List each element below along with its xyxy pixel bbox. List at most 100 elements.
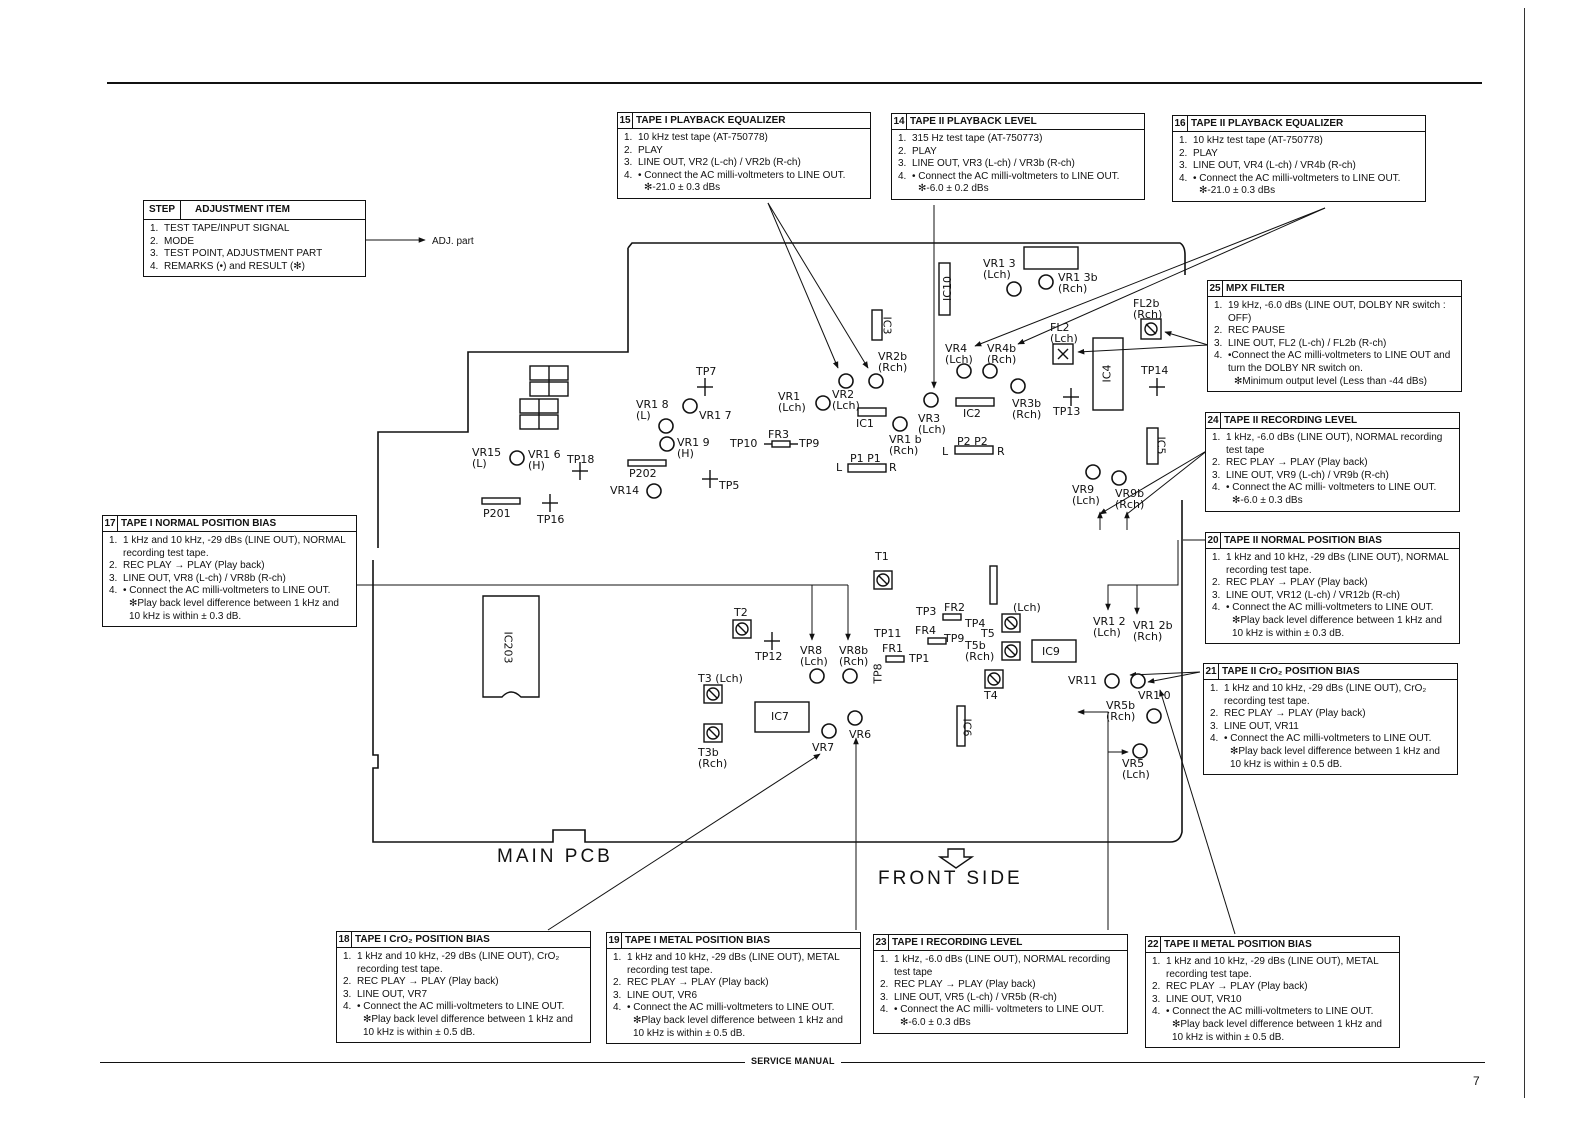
leader-lines <box>356 202 1326 935</box>
step-item: 1.1 kHz and 10 kHz, -29 dBs (LINE OUT), … <box>1210 683 1453 708</box>
label-tp11: TP11 <box>874 627 902 640</box>
step-item-text: 1 kHz, -6.0 dBs (LINE OUT), NORMAL recor… <box>894 954 1114 978</box>
label-ic6: IC6 <box>960 718 974 737</box>
step-item: 1.1 kHz and 10 kHz, -29 dBs (LINE OUT), … <box>613 952 856 977</box>
step-item-text: PLAY <box>912 145 937 157</box>
step-item-text: 1 kHz and 10 kHz, -29 dBs (LINE OUT), ME… <box>1166 956 1382 980</box>
step-item-text: • Connect the AC milli- voltmeters to LI… <box>1226 482 1437 494</box>
step-item-text: REC PLAY → PLAY (Play back) <box>1226 577 1368 589</box>
label-tp10: TP10 <box>730 437 758 450</box>
step-item-text: • Connect the AC milli- voltmeters to LI… <box>894 1004 1105 1016</box>
step-item: 4.• Connect the AC milli-voltmeters to L… <box>1179 173 1421 186</box>
label-p2l: L <box>942 445 949 458</box>
step-item: 3.LINE OUT, VR6 <box>613 990 856 1003</box>
step-item-text: LINE OUT, VR7 <box>357 988 428 1000</box>
label-tp18: TP18 <box>567 453 595 466</box>
step-item: 3.LINE OUT, VR8 (L-ch) / VR8b (R-ch) <box>109 573 352 586</box>
step-item-text: 1 kHz and 10 kHz, -29 dBs (LINE OUT), NO… <box>1226 552 1452 576</box>
step-item-text: REC PLAY → PLAY (Play back) <box>123 560 265 572</box>
label-vr19: VR1 9 (H) <box>677 436 710 460</box>
step-item-text: LINE OUT, FL2 (L-ch) / FL2b (R-ch) <box>1228 337 1387 349</box>
step-item: 3.LINE OUT, VR11 <box>1210 721 1453 734</box>
step-title: MPX FILTER <box>1226 283 1285 294</box>
adj-part-label: ADJ. part <box>432 236 474 247</box>
step-item: 1.315 Hz test tape (AT-750773) <box>898 133 1140 146</box>
step-result: ✻Play back level difference between 1 kH… <box>129 597 342 622</box>
label-p201: P201 <box>483 507 511 520</box>
label-vr15: VR15 (L) <box>472 446 502 470</box>
label-vr2b: VR2b (Rch) <box>878 350 908 374</box>
step-item: 1.10 kHz test tape (AT-750778) <box>1179 135 1421 148</box>
step-result: ✻-6.0 ± 0.3 dBs <box>1232 494 1303 506</box>
step-item-text: LINE OUT, VR6 <box>627 989 698 1001</box>
label-fr4: FR4 <box>915 624 936 637</box>
label-vr8: VR8 (Lch) <box>800 644 828 668</box>
label-vr17: VR1 7 <box>699 409 732 422</box>
label-vr1: VR1 (Lch) <box>778 390 806 414</box>
components-layer <box>481 246 1162 747</box>
label-tp13: TP13 <box>1053 405 1081 418</box>
step-item: 2.REC PLAY → PLAY (Play back) <box>880 979 1123 992</box>
trimmer-symbols <box>509 274 1162 759</box>
step-number: 22 <box>1146 937 1161 952</box>
step-item-text: 1 kHz and 10 kHz, -29 dBs (LINE OUT), Cr… <box>1224 683 1430 707</box>
step-item-text: REC PLAY → PLAY (Play back) <box>1224 708 1366 720</box>
step-item: 3.LINE OUT, VR9 (L-ch) / VR9b (R-ch) <box>1212 470 1455 483</box>
step-item: 4.• Connect the AC milli-voltmeters to L… <box>613 1002 856 1015</box>
label-p1: P1 P1 <box>850 452 881 465</box>
legend-box: STEP ADJUSTMENT ITEM 1.TEST TAPE/INPUT S… <box>143 200 366 277</box>
label-t3: T3 (Lch) <box>698 672 743 685</box>
step-item: 4.• Connect the AC milli-voltmeters to L… <box>1152 1006 1395 1019</box>
label-vr8b: VR8b (Rch) <box>839 644 869 668</box>
label-vr5b: VR5b (Rch) <box>1106 699 1136 723</box>
legend-step-header: STEP <box>144 201 181 219</box>
step-item-text: • Connect the AC milli-voltmeters to LIN… <box>1226 602 1434 614</box>
label-vr7: VR7 <box>812 741 835 754</box>
step-result: ✻Play back level difference between 1 kH… <box>1230 745 1443 770</box>
legend-item-header: ADJUSTMENT ITEM <box>195 204 290 215</box>
step-item-text: LINE OUT, VR2 (L-ch) / VR2b (R-ch) <box>638 157 801 169</box>
label-tp14: TP14 <box>1141 364 1169 377</box>
label-vr3: VR3 (Lch) <box>918 412 946 436</box>
legend-item-3: TEST POINT, ADJUSTMENT PART <box>164 248 323 259</box>
step-result: ✻Minimum output level (Less than -44 dBs… <box>1234 375 1427 387</box>
step-item: 4.• Connect the AC milli-voltmeters to L… <box>898 171 1140 184</box>
label-tp9a: TP9 <box>799 437 820 450</box>
label-t5b: T5b (Rch) <box>965 639 995 663</box>
step-item: 2.REC PLAY → PLAY (Play back) <box>109 560 352 573</box>
step-item-text: REC PLAY → PLAY (Play back) <box>894 979 1036 991</box>
legend-item-1: TEST TAPE/INPUT SIGNAL <box>164 223 290 234</box>
step-item-text: PLAY <box>638 144 663 156</box>
step-item: 1.1 kHz and 10 kHz, -29 dBs (LINE OUT), … <box>1152 956 1395 981</box>
step-item-text: LINE OUT, VR3 (L-ch) / VR3b (R-ch) <box>912 158 1075 170</box>
step-number: 17 <box>103 516 118 531</box>
step-item: 2.REC PLAY → PLAY (Play back) <box>1212 577 1455 590</box>
step-item: 2.REC PLAY → PLAY (Play back) <box>1152 981 1395 994</box>
label-p1r: R <box>889 461 897 474</box>
step-item-text: 1 kHz and 10 kHz, -29 dBs (LINE OUT), NO… <box>123 535 349 559</box>
step-item-text: PLAY <box>1193 147 1218 159</box>
test-points <box>542 378 1165 663</box>
label-tp5: TP5 <box>719 479 740 492</box>
label-vr12: VR1 2 (Lch) <box>1093 615 1126 639</box>
front-arrow-icon <box>937 848 975 869</box>
label-tp4: TP4 <box>965 617 986 630</box>
step-item-text: 1 kHz and 10 kHz, -29 dBs (LINE OUT), Cr… <box>357 951 563 975</box>
step-result: ✻Play back level difference between 1 kH… <box>363 1013 576 1038</box>
step-item: 4.• Connect the AC milli- voltmeters to … <box>880 1004 1123 1017</box>
step-item: 3.LINE OUT, VR7 <box>343 989 586 1002</box>
label-vr4b: VR4b (Rch) <box>987 342 1017 366</box>
step-item: 4.• Connect the AC milli-voltmeters to L… <box>1212 602 1455 615</box>
step-number: 14 <box>892 114 907 129</box>
step-number: 19 <box>607 933 622 948</box>
step-item-text: LINE OUT, VR8 (L-ch) / VR8b (R-ch) <box>123 572 286 584</box>
step-item: 4.• Connect the AC milli-voltmeters to L… <box>1210 733 1453 746</box>
step-item: 4.• Connect the AC milli-voltmeters to L… <box>109 585 352 598</box>
step-item-text: 19 kHz, -6.0 dBs (LINE OUT, DOLBY NR swi… <box>1228 300 1449 324</box>
step-item-text: LINE OUT, VR10 <box>1166 993 1242 1005</box>
